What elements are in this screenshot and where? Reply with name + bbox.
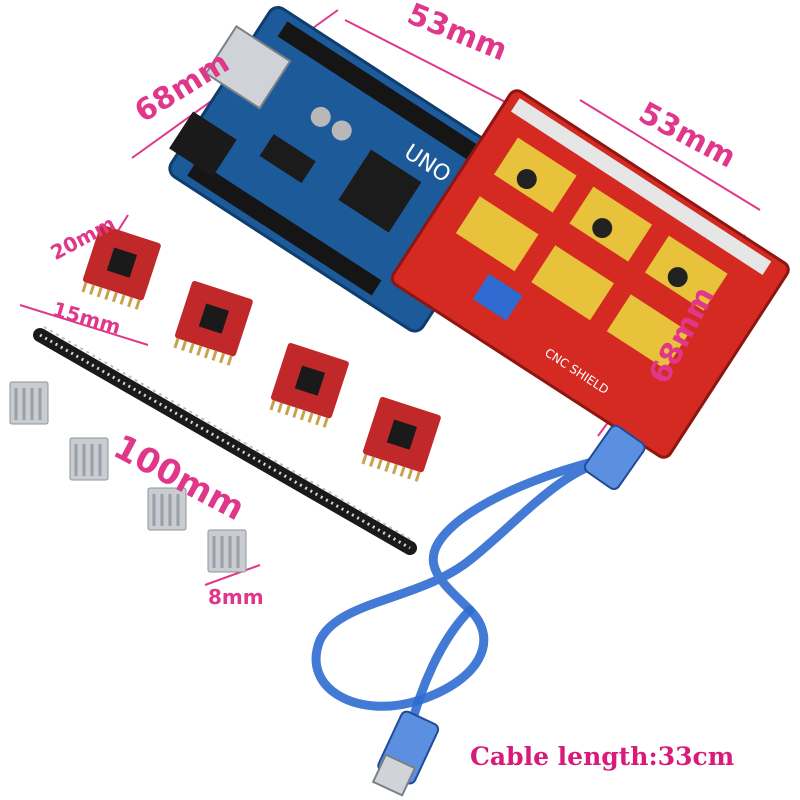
cnc-shield-board: CNC SHIELD xyxy=(390,89,790,459)
heatsinks xyxy=(9,381,247,573)
usb-cable xyxy=(311,424,646,797)
stepper-drivers xyxy=(81,224,441,482)
heatsink-size-label: 8mm xyxy=(208,585,264,609)
cable-length-caption: Cable length:33cm xyxy=(470,742,735,771)
pin-header-strip xyxy=(33,326,417,555)
